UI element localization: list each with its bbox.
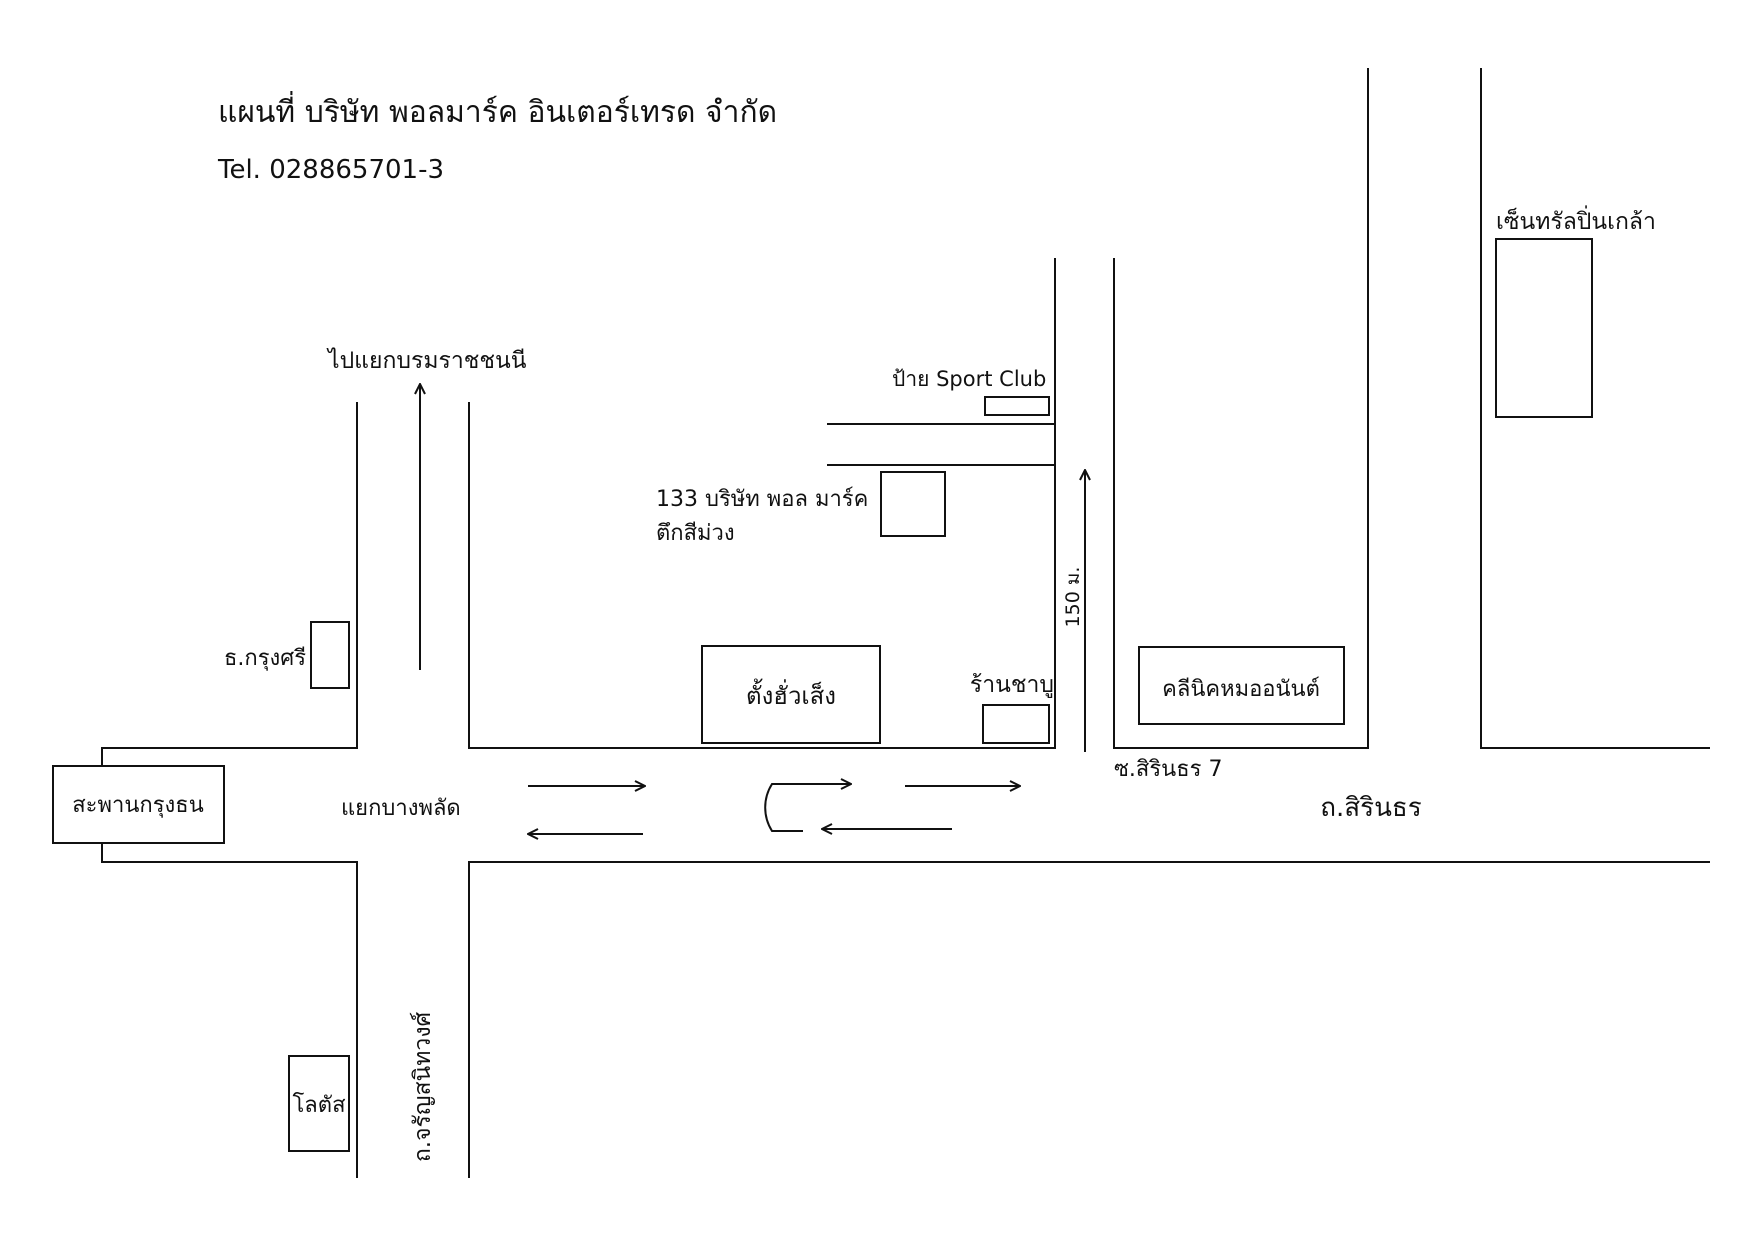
- u-turn-arrow-icon: [764, 784, 851, 832]
- bang-phlat-intersection-label: แยกบางพลัด: [341, 796, 461, 821]
- sport-club-label: ป้าย Sport Club: [892, 367, 1046, 391]
- central-pinklao-building: [1495, 238, 1593, 418]
- lotus-building: [288, 1055, 350, 1152]
- phone-number: Tel. 028865701-3: [217, 155, 444, 185]
- bridge-box: [52, 765, 225, 844]
- road-edge-south-right: [468, 861, 1710, 1178]
- sport-club-sign: [984, 396, 1050, 416]
- shabu-shop-label: ร้านชาบู: [970, 672, 1054, 698]
- road-edge-south-left: [101, 843, 358, 1178]
- tang-hua-seng-building: [701, 645, 881, 744]
- central-pinklao-label: เซ็นทรัลปิ่นเกล้า: [1496, 205, 1656, 235]
- lotus-label: โลตัส: [292, 1092, 346, 1118]
- company-label: 133 บริษัท พอล มาร์ค: [656, 487, 868, 512]
- road-edge-far-right: [1480, 68, 1710, 749]
- tang-hua-seng-label: ตั้งฮั่วเส็ง: [746, 678, 836, 710]
- clinic-building: [1138, 646, 1345, 725]
- shabu-shop-building: [982, 704, 1050, 744]
- road-edge-north-left: [101, 402, 358, 766]
- bank-building: [310, 621, 350, 689]
- clinic-label: คลีนิคหมออนันต์: [1162, 677, 1320, 702]
- map-title: แผนที่ บริษัท พอลมาร์ค อินเตอร์เทรด จำกั…: [218, 91, 777, 130]
- distance-label: 150 ม.: [1062, 567, 1084, 628]
- soi-sirindhorn-7-label: ซ.สิรินธร 7: [1114, 757, 1222, 782]
- road-edge-north-right: [468, 258, 1056, 749]
- sirindhorn-road-label: ถ.สิรินธร: [1320, 793, 1421, 823]
- purple-building-label: ตึกสีม่วง: [656, 521, 735, 546]
- company-building: [880, 471, 946, 537]
- krungsri-bank-label: ธ.กรุงศรี: [224, 646, 306, 671]
- road-edge-soi-right: [1113, 68, 1369, 749]
- charansanitwong-road-label: ถ.จรัญสนิทวงศ์: [409, 1011, 436, 1162]
- to-boromratchachonnani-label: ไปแยกบรมราชชนนี: [326, 347, 527, 374]
- krungthon-bridge-label: สะพานกรุงธน: [72, 793, 203, 818]
